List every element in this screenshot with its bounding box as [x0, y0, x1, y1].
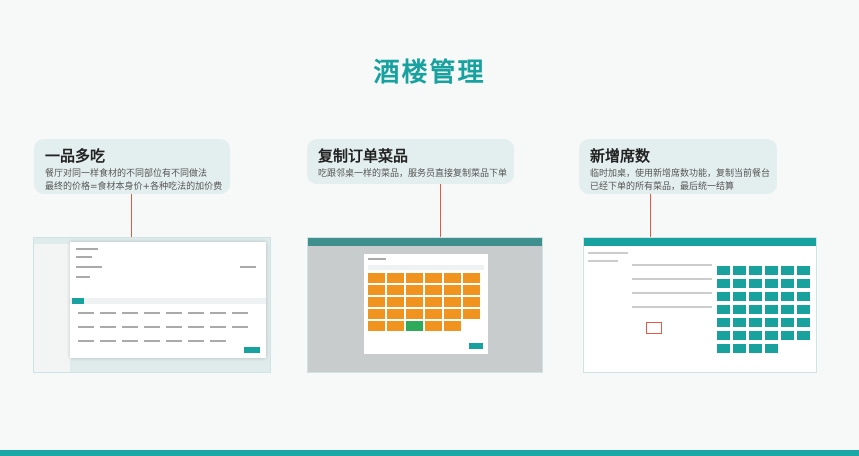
screenshot-add-tables: [583, 237, 817, 373]
confirm-button[interactable]: [469, 343, 483, 349]
card-text-line: 最终的价格=食材本身价+各种吃法的加价费: [45, 182, 223, 192]
card-text-line: 已经下单的所有菜品，最后统一结算: [590, 182, 735, 192]
page-title: 酒楼管理: [373, 58, 486, 88]
card-text-line: 临时加桌，使用新增席数功能，复制当前餐台: [590, 169, 771, 179]
card-text-line: 吃跟邻桌一样的菜品，服务员直接复制菜品下单: [318, 169, 508, 179]
feature-card-multi-style: 一品多吃 餐厅对同一样食材的不同部位有不同做法 最终的价格=食材本身价+各种吃法…: [34, 139, 230, 194]
card-heading: 一品多吃: [45, 147, 106, 165]
confirm-button[interactable]: [244, 347, 260, 353]
card-text-line: 餐厅对同一样食材的不同部位有不同做法: [45, 169, 208, 179]
screenshot-copy-order: [307, 237, 543, 373]
card-heading: 复制订单菜品: [318, 147, 409, 165]
feature-card-add-tables: 新增席数 临时加桌，使用新增席数功能，复制当前餐台 已经下单的所有菜品，最后统一…: [579, 139, 777, 194]
pointer-line: [440, 184, 441, 264]
footer-accent-bar: [0, 450, 859, 456]
add-tables-highlight: [646, 322, 662, 334]
screenshot-multi-style: [33, 237, 271, 373]
feature-card-copy-order: 复制订单菜品 吃跟邻桌一样的菜品，服务员直接复制菜品下单: [307, 139, 514, 184]
card-heading: 新增席数: [590, 147, 651, 165]
